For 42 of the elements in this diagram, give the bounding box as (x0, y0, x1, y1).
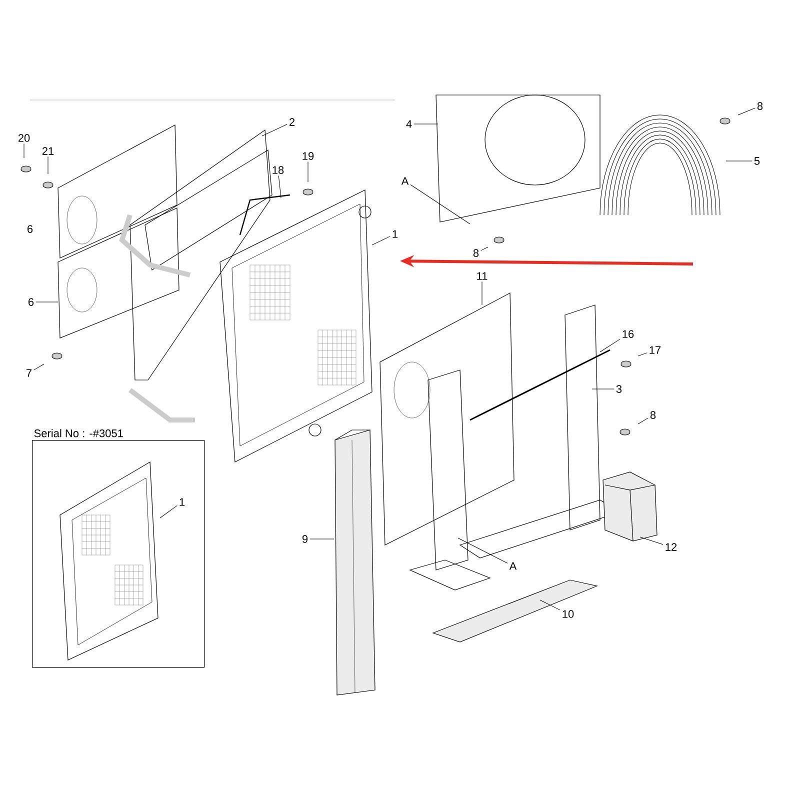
leader-line (278, 175, 282, 198)
leader-line (480, 246, 488, 251)
callout-number: 5 (752, 156, 762, 166)
callout-number: 11 (474, 270, 490, 282)
leader-line (310, 538, 334, 540)
callout-number: 3 (614, 384, 624, 394)
callout-number: 1 (390, 228, 400, 240)
callout-number: 8 (471, 248, 481, 258)
leader-line (34, 364, 44, 370)
leader-line (592, 388, 614, 390)
callout-number: 19 (300, 150, 316, 162)
callout-number: A (400, 176, 410, 186)
callout-number: 4 (404, 118, 414, 130)
leader-line (410, 184, 470, 224)
leader-line (726, 160, 752, 162)
callout-number: A (508, 560, 518, 572)
inset-heading: Serial No : -#3051 (32, 428, 125, 439)
callout-number: 2 (287, 116, 297, 128)
callout-number: 18 (270, 164, 286, 176)
leader-line (640, 536, 664, 545)
leader-line (372, 236, 390, 246)
leader-line (458, 538, 508, 564)
callout-number: 6 (26, 296, 36, 308)
callout-number: 9 (300, 534, 310, 544)
callout-number: 10 (560, 608, 576, 620)
callout-number: 20 (16, 132, 32, 144)
callout-number: 12 (663, 542, 679, 552)
leader-line (262, 124, 288, 136)
leader-line (738, 108, 756, 116)
leader-line (600, 338, 620, 352)
callout-number: 8 (648, 410, 658, 420)
callout-number: 8 (755, 100, 765, 112)
leader-line (638, 418, 648, 424)
leader-line (638, 352, 648, 356)
callout-number: 7 (24, 368, 34, 378)
callout-number: 6 (25, 224, 35, 234)
leader-line (160, 505, 178, 518)
callout-number: 16 (620, 328, 636, 340)
callout-number: 21 (40, 146, 56, 156)
leader-line (540, 600, 560, 610)
callout-number: 1 (177, 496, 187, 508)
callout-number: 17 (647, 344, 663, 356)
